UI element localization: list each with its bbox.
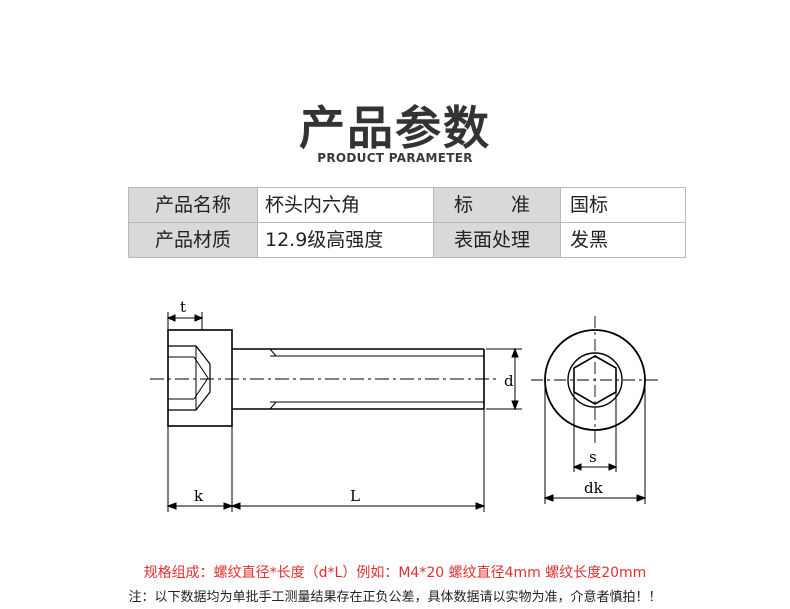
page-subtitle: PRODUCT PARAMETER xyxy=(317,151,473,165)
socket-hex-side xyxy=(168,345,211,411)
dim-label-d: d xyxy=(504,372,514,390)
param-value-product-name: 杯头内六角 xyxy=(257,187,434,223)
dim-label-t: t xyxy=(180,298,186,316)
disclaimer-note: 注：以下数据均为单批手工测量结果存在正负公差，具体数据请以实物为准，介意者慎拍！… xyxy=(128,590,662,605)
param-label-material: 产品材质 xyxy=(128,222,258,258)
param-label-product-name: 产品名称 xyxy=(128,187,258,223)
dim-label-k: k xyxy=(194,487,204,505)
param-label-surface: 表面处理 xyxy=(433,222,561,258)
dim-label-s: s xyxy=(589,448,597,466)
table-row: 产品材质 12.9级高强度 表面处理 发黑 xyxy=(128,222,686,258)
spec-note: 规格组成：螺纹直径*长度（d*L）例如：M4*20 螺纹直径4mm 螺纹长度20… xyxy=(143,565,647,581)
dim-label-L: L xyxy=(350,487,360,505)
end-view-inner-circle xyxy=(567,352,623,408)
param-value-material: 12.9级高强度 xyxy=(257,222,434,258)
param-label-standard: 标 准 xyxy=(433,187,561,223)
dim-label-dk: dk xyxy=(584,479,604,497)
table-row: 产品名称 杯头内六角 标 准 国标 xyxy=(128,187,686,223)
screw-head-outline xyxy=(167,329,233,427)
param-value-standard: 国标 xyxy=(560,187,686,223)
page-title: 产品参数 xyxy=(299,101,491,155)
thread-lines xyxy=(270,355,484,403)
params-table: 产品名称 杯头内六角 标 准 国标 产品材质 12.9级高强度 表面处理 发黑 xyxy=(128,187,686,258)
param-value-surface: 发黑 xyxy=(560,222,686,258)
